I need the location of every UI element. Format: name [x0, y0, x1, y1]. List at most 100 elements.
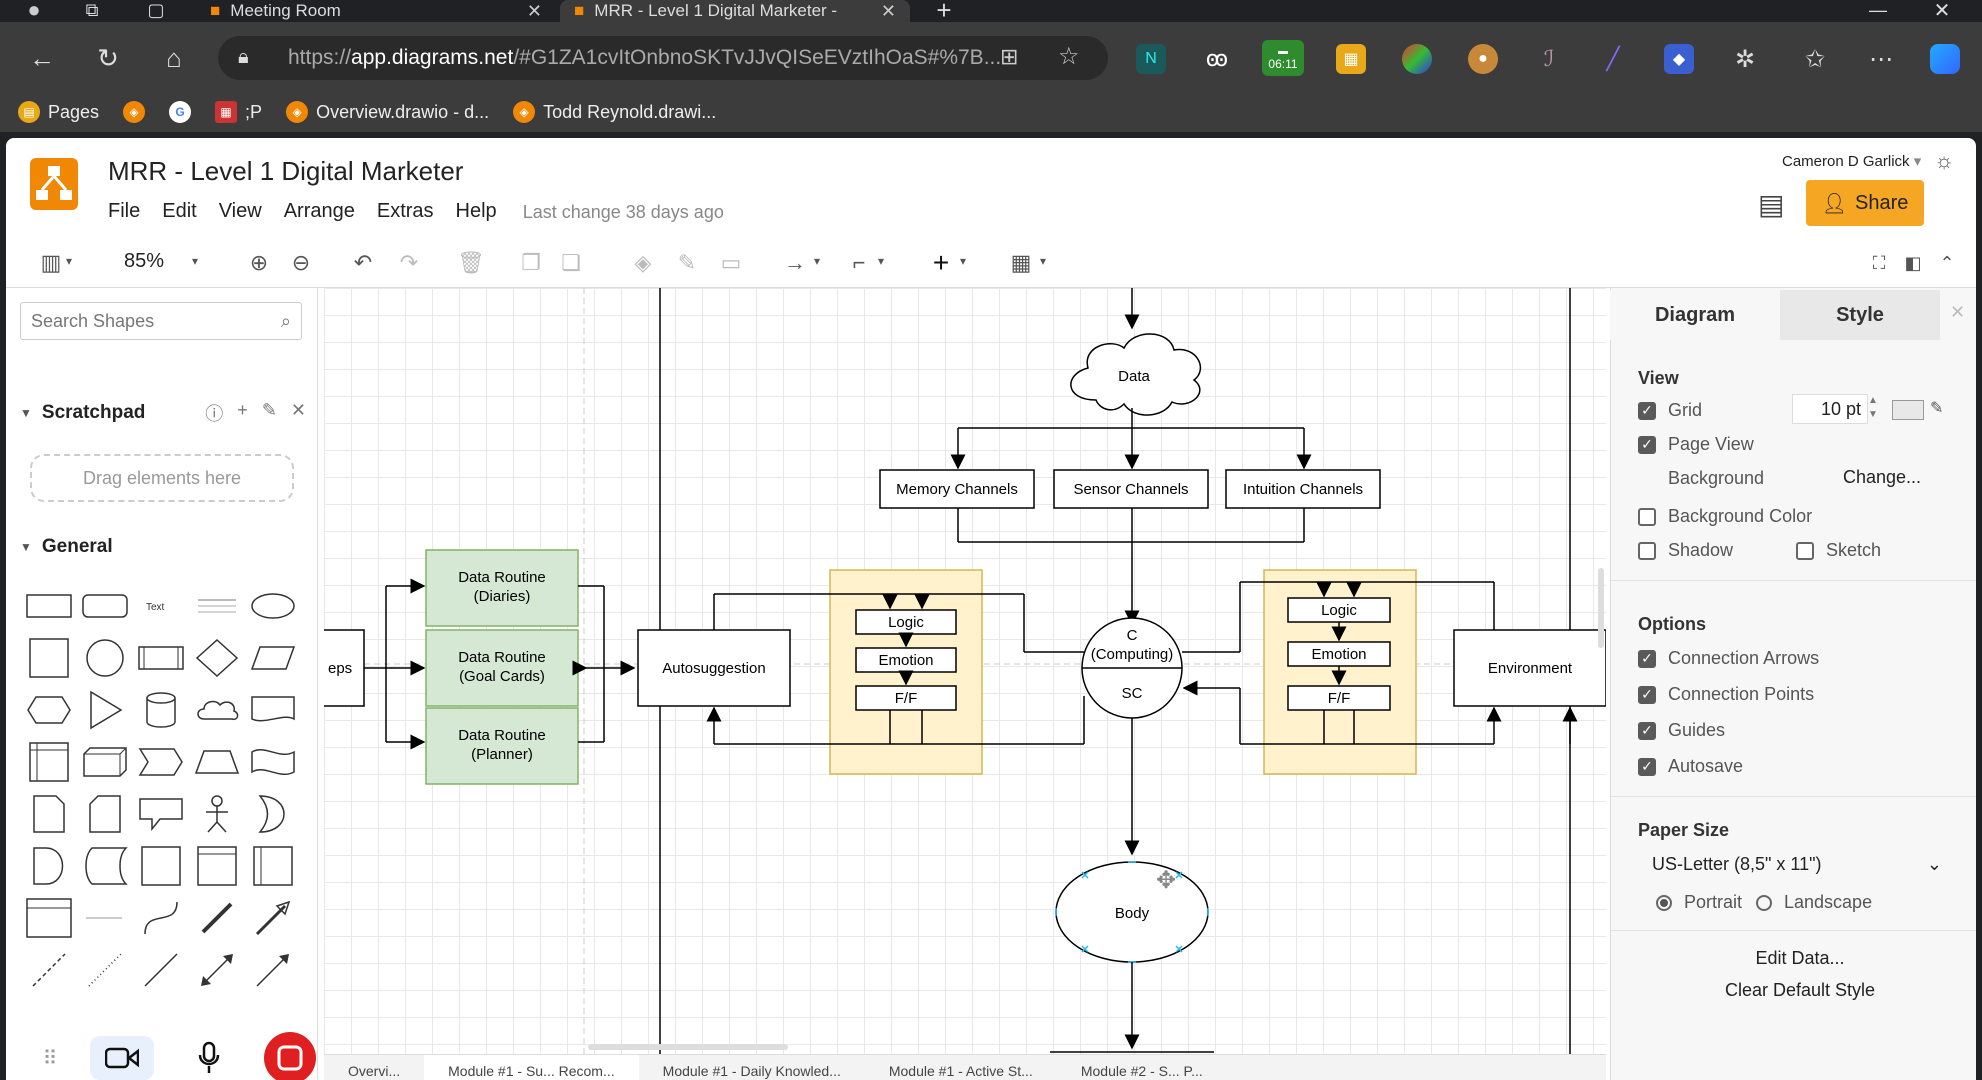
camera-icon[interactable] — [90, 1036, 154, 1080]
extension-clock-icon[interactable]: ▬06:11 — [1262, 40, 1304, 76]
shape-internal-storage[interactable] — [24, 742, 74, 782]
chevron-down-icon[interactable]: ▾ — [192, 254, 199, 268]
chevron-down-icon[interactable]: ▾ — [960, 254, 967, 268]
scratchpad-drop-area[interactable]: Drag elements here — [30, 454, 294, 502]
extension-color-icon[interactable] — [1402, 44, 1432, 74]
stop-recording-button[interactable] — [264, 1032, 316, 1080]
redo-icon[interactable]: ↷ — [399, 250, 419, 275]
change-background-button[interactable]: Change... — [1842, 466, 1922, 487]
logic-box[interactable] — [855, 609, 957, 635]
fullscreen-icon[interactable]: ⛶ — [1872, 252, 1886, 273]
bookmark-p[interactable]: ▦;P — [215, 101, 262, 123]
menu-edit[interactable]: Edit — [162, 200, 197, 222]
extension-n-icon[interactable]: N — [1136, 44, 1166, 74]
grid-checkbox[interactable]: ✓Grid — [1638, 400, 1702, 421]
tab-meeting-room[interactable]: ■ Meeting Room ✕ — [196, 0, 556, 22]
shape-process[interactable] — [136, 638, 186, 678]
shape-list-item[interactable] — [80, 898, 130, 938]
lock-icon[interactable]: 🔒︎ — [238, 46, 249, 68]
shape-horizontal-container[interactable] — [192, 846, 242, 886]
page-view-checkbox[interactable]: ✓Page View — [1638, 434, 1754, 455]
format-toggle-icon[interactable]: ◧ — [1904, 252, 1922, 273]
shape-callout[interactable] — [136, 794, 186, 834]
shape-note[interactable] — [24, 794, 74, 834]
shape-cylinder[interactable] — [136, 690, 186, 730]
extension-pen-icon[interactable]: ╱ — [1606, 46, 1620, 71]
favorites-icon[interactable]: ✩ — [1804, 45, 1826, 73]
tab-actions-icon[interactable]: ▢ — [147, 0, 165, 20]
format-panel-toggle-icon[interactable]: ▥ — [40, 250, 62, 275]
menu-help[interactable]: Help — [455, 200, 497, 222]
extensions-puzzle-icon[interactable]: ✲ — [1734, 45, 1756, 73]
environment-box[interactable] — [1453, 629, 1606, 707]
stepper-icon[interactable]: ▲▼ — [1868, 395, 1878, 420]
microphone-icon[interactable] — [184, 1036, 234, 1080]
shape-document[interactable] — [248, 690, 298, 730]
page-tab[interactable]: Overvi... — [348, 1063, 401, 1079]
copilot-icon[interactable] — [1930, 44, 1960, 74]
shape-ellipse[interactable] — [248, 586, 298, 626]
shape-trapezoid[interactable] — [192, 742, 242, 782]
new-tab-icon[interactable]: + — [936, 0, 952, 25]
connection-arrows-checkbox[interactable]: ✓Connection Arrows — [1638, 648, 1819, 669]
extension-script-icon[interactable]: ℐ — [1543, 46, 1555, 71]
reload-icon[interactable]: ↻ — [97, 42, 119, 73]
shape-directional-connector[interactable] — [248, 950, 298, 990]
extension-grid-icon[interactable]: ▦ — [1336, 44, 1366, 74]
shadow-checkbox[interactable]: Shadow — [1638, 540, 1733, 561]
routine-goal-cards-box[interactable] — [425, 629, 579, 707]
extension-figure-icon[interactable]: ꙭ — [1205, 46, 1229, 71]
edit-data-button[interactable]: Edit Data... — [1642, 942, 1958, 974]
close-panel-icon[interactable]: ✕ — [1950, 302, 1966, 322]
bookmark-google[interactable]: G — [169, 101, 192, 123]
shape-parallelogram[interactable] — [248, 638, 298, 678]
bookmark-overview[interactable]: ◈Overview.drawio - d... — [286, 101, 489, 123]
shape-curve[interactable] — [136, 898, 186, 938]
chevron-down-icon[interactable]: ▾ — [814, 254, 821, 268]
last-change-text[interactable]: Last change 38 days ago — [522, 202, 724, 222]
shape-cloud[interactable] — [192, 690, 242, 730]
user-name[interactable]: Cameron D Garlick ▾ — [1782, 153, 1922, 170]
autosave-checkbox[interactable]: ✓Autosave — [1638, 756, 1743, 777]
close-tab-icon[interactable]: ✕ — [880, 0, 896, 21]
extension-tag-icon[interactable]: ◆ — [1664, 44, 1694, 74]
waypoints-icon[interactable]: ⌐ — [852, 250, 866, 275]
address-bar[interactable]: https://app.diagrams.net/#G1ZA1cvItOnbno… — [218, 36, 1108, 80]
bookmark-drawio[interactable]: ◈ — [123, 101, 146, 123]
shape-list[interactable] — [24, 898, 74, 938]
shape-textbox[interactable] — [192, 586, 242, 626]
profile-icon[interactable]: ● — [27, 0, 41, 22]
general-header[interactable]: ▼ General — [20, 536, 113, 557]
shape-rectangle[interactable] — [24, 586, 74, 626]
menu-arrange[interactable]: Arrange — [283, 200, 355, 222]
table-icon[interactable]: ▦ — [1010, 250, 1032, 275]
sensor-channels-box[interactable] — [1053, 469, 1209, 509]
shape-bidirectional-arrow[interactable] — [192, 898, 242, 938]
chevron-down-icon[interactable]: ▾ — [878, 254, 885, 268]
shape-triangle[interactable] — [80, 690, 130, 730]
favorite-star-icon[interactable]: ☆ — [1058, 43, 1080, 70]
delete-icon[interactable]: 🗑︎ — [457, 250, 485, 275]
bookmark-pages[interactable]: ▤Pages — [18, 101, 99, 123]
close-tab-icon[interactable]: ✕ — [526, 0, 542, 21]
document-title[interactable]: MRR - Level 1 Digital Marketer — [108, 156, 464, 186]
extension-cookie-icon[interactable]: ● — [1468, 44, 1498, 74]
autosuggestion-box[interactable] — [637, 629, 791, 707]
sketch-checkbox[interactable]: Sketch — [1796, 540, 1881, 561]
menu-view[interactable]: View — [218, 200, 262, 222]
landscape-radio[interactable]: Landscape — [1756, 892, 1872, 913]
connection-points-checkbox[interactable]: ✓Connection Points — [1638, 684, 1814, 705]
help-icon[interactable]: ⓘ — [205, 404, 224, 424]
scratchpad-header[interactable]: ▼ Scratchpad ⓘ + ✎ ✕ — [20, 400, 306, 424]
zoom-out-icon[interactable]: ⊖ — [291, 250, 311, 275]
vertical-scrollbar[interactable] — [1598, 568, 1604, 648]
horizontal-scrollbar[interactable] — [588, 1044, 788, 1050]
connection-points[interactable] — [1055, 861, 1209, 963]
shape-cube[interactable] — [80, 742, 130, 782]
shape-or[interactable] — [248, 794, 298, 834]
paper-size-select[interactable]: US-Letter (8,5" x 11")⌄ — [1652, 853, 1942, 874]
menu-file[interactable]: File — [108, 200, 141, 222]
shape-rounded-rectangle[interactable] — [80, 586, 130, 626]
shape-circle[interactable] — [80, 638, 130, 678]
tab-style[interactable]: Style — [1780, 290, 1940, 340]
